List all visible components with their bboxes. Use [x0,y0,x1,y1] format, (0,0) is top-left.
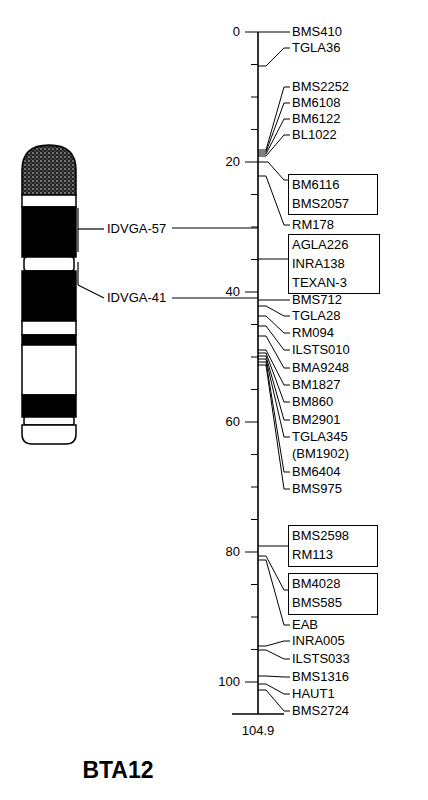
scale-number: 60 [226,414,240,430]
qtl-line [172,227,258,228]
leader-line [258,336,290,368]
leader-line [258,641,290,646]
map-length: 104.9 [242,723,275,739]
light-band [22,321,76,335]
leader-line [258,560,290,625]
dark-band [22,207,76,257]
chromosome-title: BTA12 [82,757,153,784]
scale-number: 100 [218,674,240,690]
qtl-bracket [77,262,78,285]
marker-name: BM1827 [292,377,340,393]
marker-name: BMS2057 [289,194,377,213]
marker-name: TGLA345 [292,429,348,445]
marker-name: BMS410 [292,24,342,40]
axis-line [257,32,259,714]
marker-name: BMS712 [292,292,342,308]
leader-line [258,359,290,437]
light-band [22,345,76,395]
light-band [22,425,76,444]
centromere-cap [22,145,76,195]
marker-name: BM6108 [292,95,340,111]
leader-line [258,48,290,66]
dark-band [22,335,76,345]
marker-name: BM6122 [292,111,340,127]
marker-box: BMS2598RM113 [288,525,378,567]
marker-name: BM4028 [289,574,377,593]
marker-name: AGLA226 [289,235,379,254]
leader-line [258,326,290,350]
leader-line [258,162,288,180]
qtl-bracket [77,208,78,252]
leader-line [258,259,288,260]
dark-band [22,395,76,417]
marker-name: BM860 [292,394,333,410]
leader-line [258,32,290,33]
scale-number: 80 [226,544,240,560]
marker-name: RM113 [289,545,377,564]
qtl-line [78,228,104,229]
marker-box: BM4028BMS585 [288,573,378,615]
axis-end [232,713,284,715]
leader-line [258,135,290,156]
marker-name: BMS2724 [292,703,349,719]
leader-line [258,650,290,659]
light-band [22,195,76,207]
leader-line [258,676,290,677]
axis-ticks [245,32,258,682]
qtl-line [172,297,258,298]
marker-name: ILSTS033 [292,651,350,667]
marker-name: ILSTS010 [292,342,350,358]
marker-name: EAB [292,617,318,633]
qtl-line [78,285,104,298]
leader-line [258,300,290,301]
marker-name: BM2901 [292,412,340,428]
leader-line [258,684,290,694]
chromosome-ideogram [22,145,76,444]
marker-name: BMS1316 [292,669,349,685]
marker-name: BMS975 [292,481,342,497]
marker-name: BMS2252 [292,79,349,95]
marker-name: TGLA28 [292,308,340,324]
leader-line [258,365,290,489]
scale-number: 40 [226,284,240,300]
marker-name: TEXAN-3 [289,273,379,292]
light-band [24,257,74,271]
dark-band [22,271,76,321]
marker-box: AGLA226INRA138TEXAN-3 [288,234,380,294]
marker-name: TGLA36 [292,40,340,56]
light-band [24,417,74,425]
marker-leaders [258,32,290,711]
marker-name: INRA138 [289,254,379,273]
leader-line [258,103,290,152]
marker-name: RM094 [292,325,334,341]
scale-number: 0 [233,24,240,40]
marker-name: HAUT1 [292,686,335,702]
qtl-label: IDVGA-57 [107,221,166,237]
leader-line [258,690,290,711]
leader-line [258,316,290,333]
leader-line [258,306,290,316]
marker-name: BMS585 [289,593,377,612]
leader-line [258,546,288,547]
marker-name: (BM1902) [292,446,349,462]
leader-line [258,350,290,385]
marker-name: BL1022 [292,127,337,143]
qtl-label: IDVGA-41 [107,290,166,306]
marker-name: BM6116 [289,175,377,194]
marker-name: BMS2598 [289,526,377,545]
marker-name: RM178 [292,217,334,233]
leader-line [258,119,290,154]
marker-box: BM6116BMS2057 [288,174,378,215]
scale-number: 20 [226,154,240,170]
marker-name: BM6404 [292,464,340,480]
marker-name: BMA9248 [292,360,349,376]
marker-name: INRA005 [292,633,345,649]
leader-line [258,176,290,225]
